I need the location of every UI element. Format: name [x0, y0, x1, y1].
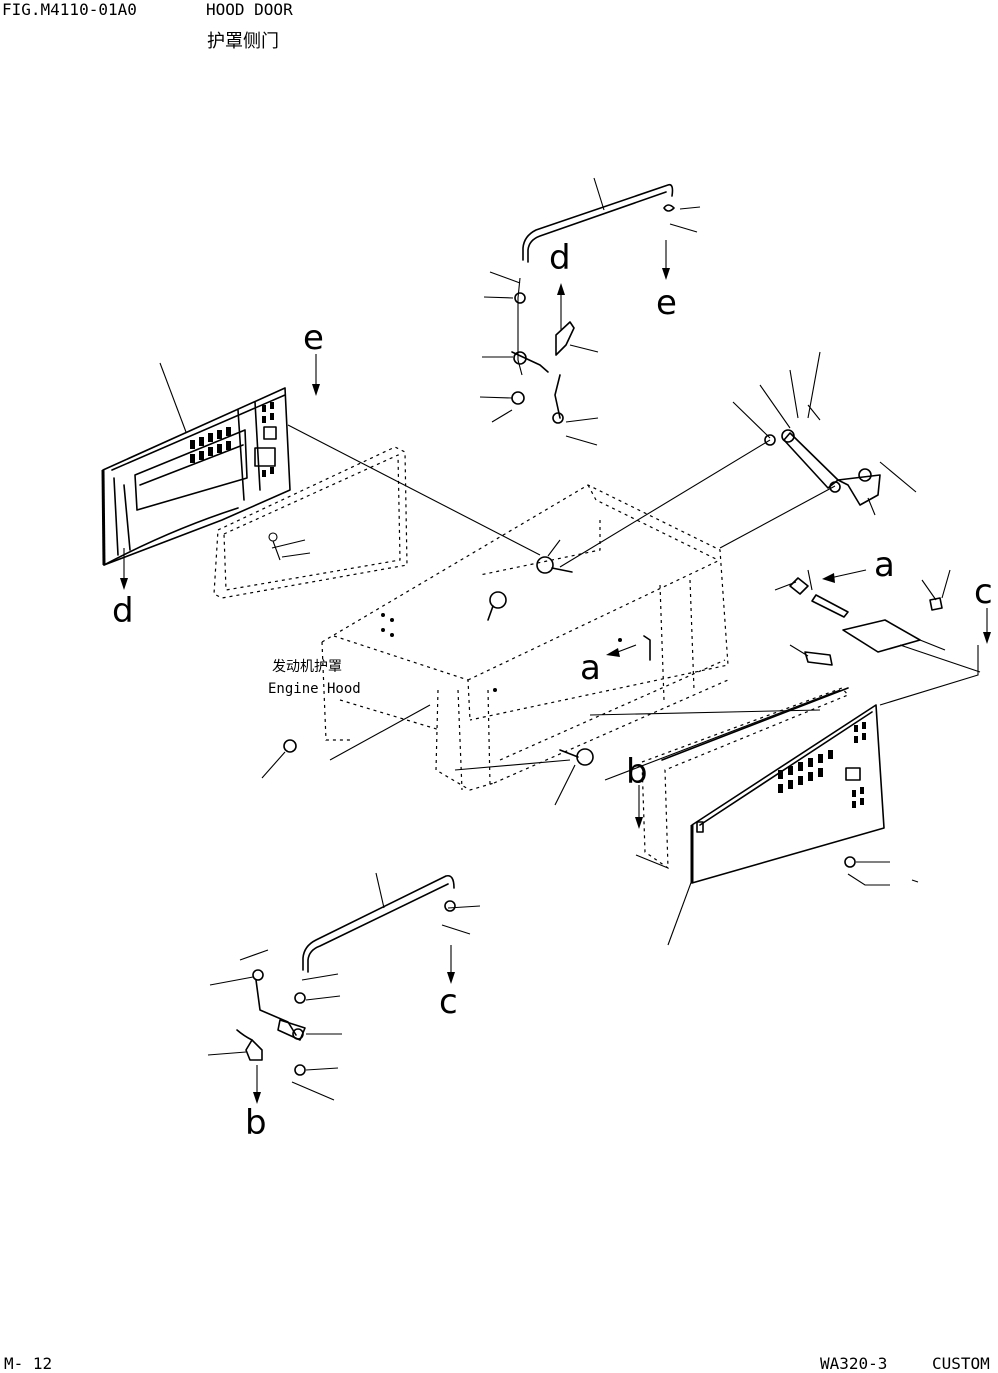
- left-hood-door-panel: [101, 354, 320, 590]
- left-gasket: [213, 446, 408, 599]
- connecting-lines: [287, 424, 981, 781]
- callout-e-left: e: [303, 318, 324, 358]
- engine-hood-label-cn: 发动机护罩: [272, 659, 342, 675]
- top-rod-assembly: [479, 177, 701, 446]
- callout-d-top: d: [549, 238, 571, 278]
- callout-b-bottom: b: [245, 1103, 267, 1143]
- hood-bolts: [261, 539, 594, 806]
- model-number: WA320-3: [820, 1354, 888, 1373]
- bottom-rod-assembly: [207, 872, 481, 1104]
- figure-id: FIG.M4110-01A0: [2, 0, 137, 19]
- page-number: M- 12: [4, 1354, 53, 1373]
- callout-d-left: d: [112, 591, 134, 631]
- engine-hood: [321, 484, 729, 791]
- right-hood-door-panel: [635, 687, 919, 946]
- figure-title-en: HOOD DOOR: [206, 0, 293, 19]
- figure-title-cn: 护罩侧门: [207, 31, 279, 52]
- callout-b-right: b: [626, 752, 648, 792]
- right-hinge-pins: [606, 351, 991, 666]
- callout-c-bottom: c: [439, 982, 458, 1022]
- callout-e-top: e: [656, 283, 677, 323]
- callout-c-right: c: [974, 572, 993, 612]
- engine-hood-label-en: Engine Hood: [268, 681, 361, 697]
- callout-a-right: a: [874, 545, 895, 585]
- callout-a-center: a: [580, 648, 601, 688]
- custom-tag: CUSTOM: [932, 1354, 990, 1373]
